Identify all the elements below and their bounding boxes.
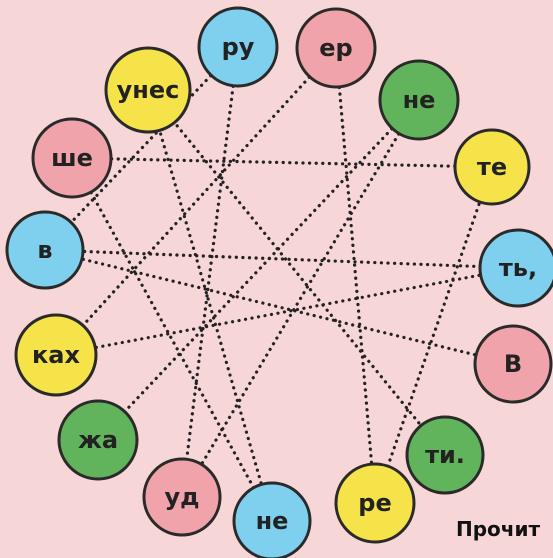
bubble-circle	[453, 128, 531, 206]
bubble-label: те	[477, 153, 507, 181]
connection-line-v-t	[43, 248, 520, 270]
bubble-label: ер	[319, 34, 352, 62]
connection-line-ne2-unes	[146, 88, 274, 523]
bubble-circle	[334, 462, 416, 544]
bubble-unes[interactable]: унес	[104, 46, 192, 134]
connection-line-ne1-zha	[96, 98, 421, 442]
bubble-circle	[232, 481, 312, 558]
connection-lines	[43, 45, 520, 523]
bubble-label: уд	[164, 483, 199, 511]
bubble-circle	[478, 228, 553, 308]
syllable-bubbles: ру ер не те ть, Вти. ре не уд жа ках в ше унес	[5, 6, 553, 558]
connection-line-er-re	[334, 46, 377, 505]
bubble-circle	[197, 6, 279, 88]
bubble-re[interactable]: ре	[334, 462, 416, 544]
connection-line-ne1-ud	[180, 98, 421, 499]
bubble-ud[interactable]: уд	[142, 457, 222, 537]
bubble-circle	[295, 7, 377, 89]
connection-line-ru-v	[43, 45, 240, 252]
bubble-label: не	[256, 507, 289, 535]
bubble-label: ках	[32, 341, 80, 369]
bubble-label: ру	[222, 33, 255, 61]
bubble-er[interactable]: ер	[295, 7, 377, 89]
bubble-circle	[104, 46, 192, 134]
bubble-circle	[142, 457, 222, 537]
bubble-label: не	[403, 86, 436, 114]
bubble-label: жа	[78, 426, 118, 454]
bubble-v[interactable]: в	[5, 210, 85, 290]
bubble-ti[interactable]: ти.	[405, 415, 485, 495]
bubble-label: В	[504, 350, 522, 378]
bubble-kah[interactable]: ках	[14, 313, 98, 397]
bubble-circle	[57, 399, 139, 481]
bubble-label: унес	[117, 76, 180, 104]
bubble-t[interactable]: ть,	[478, 228, 553, 308]
bubble-she[interactable]: ше	[31, 117, 113, 199]
bubble-zha[interactable]: жа	[57, 399, 139, 481]
bubble-label: ше	[51, 144, 93, 172]
instruction-caption: Прочит	[456, 517, 541, 541]
bubble-V[interactable]: В	[473, 324, 553, 404]
connection-line-V-v	[43, 248, 515, 366]
bubble-te[interactable]: те	[453, 128, 531, 206]
bubble-circle	[31, 117, 113, 199]
bubble-label: ть,	[499, 254, 537, 282]
bubble-ru[interactable]: ру	[197, 6, 279, 88]
bubble-circle	[405, 415, 485, 495]
bubble-circle	[473, 324, 553, 404]
bubble-label: ти.	[425, 441, 465, 469]
connection-line-unes-ti	[146, 88, 447, 457]
bubble-label: в	[37, 236, 52, 264]
connection-line-t-kah	[54, 266, 520, 357]
bubble-circle	[378, 59, 460, 141]
bubble-label: ре	[358, 489, 391, 517]
bubble-circle	[14, 313, 98, 397]
bubble-ne2[interactable]: не	[232, 481, 312, 558]
connection-line-ru-ud	[180, 45, 240, 499]
connection-line-te-re	[373, 165, 494, 505]
bubble-circle	[5, 210, 85, 290]
bubble-ne1[interactable]: не	[378, 59, 460, 141]
connection-line-she-te	[70, 156, 494, 169]
